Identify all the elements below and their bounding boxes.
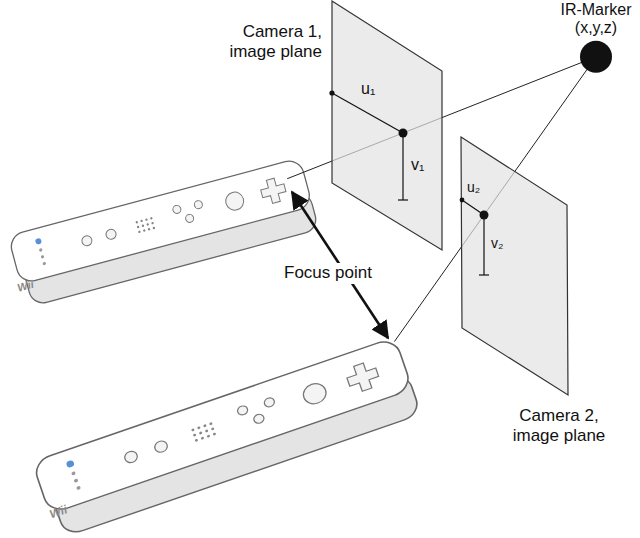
dimension-label: v₁ <box>411 156 424 174</box>
ir-marker: IR-Marker (x,y,z) <box>556 0 636 75</box>
dimension-label: u₂ <box>467 180 480 195</box>
dimension-label: v₂ <box>491 236 503 251</box>
dimension-label: u₁ <box>361 80 375 98</box>
node-label: Camera 2, image plane <box>500 406 618 445</box>
node-label: Camera 1, image plane <box>200 22 322 61</box>
node-label: IR-Marker (x,y,z) <box>556 1 636 38</box>
marker-ball <box>580 41 612 73</box>
image-plane: Camera 2, image plane <box>458 134 634 464</box>
image-plane: Camera 1, image plane <box>200 0 450 254</box>
image-plane-outline <box>200 0 450 254</box>
callout-label: Focus point <box>281 263 375 284</box>
